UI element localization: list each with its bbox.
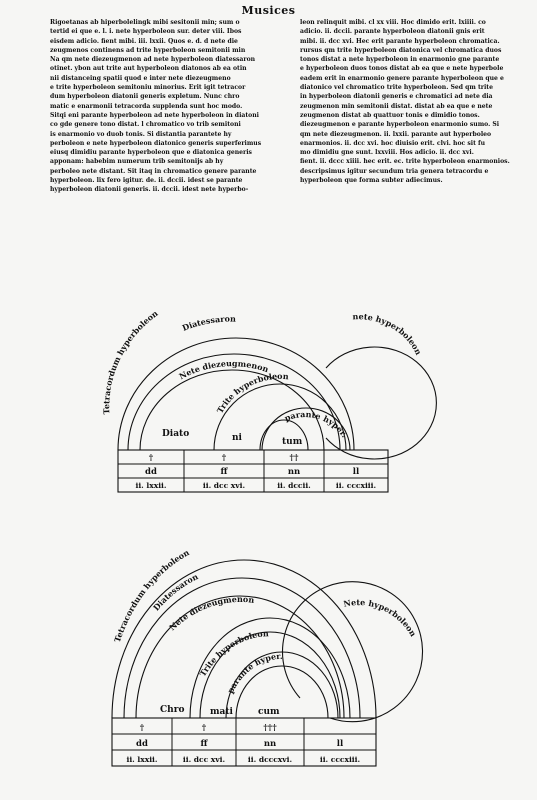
- table-cell: ii. lxxii.: [135, 481, 166, 490]
- text-column-left: Rigoetanas ab hiperbolelingk mibi sesito…: [50, 18, 268, 195]
- arc-parante: [261, 407, 351, 451]
- table-cell: ii. dccii.: [277, 481, 311, 490]
- table-frame: [111, 717, 377, 767]
- text-line: eadem erit in enarmonio genere parante h…: [300, 74, 504, 82]
- genus-label: mati: [210, 707, 234, 717]
- arc-nete-diezeugmenon: [135, 595, 345, 719]
- table-cell: †: [140, 723, 145, 733]
- table-frame: [117, 449, 389, 493]
- arc-parante: [225, 651, 339, 719]
- text-line: mo dimidiu gne sunt. lxxviii. Hos adicio…: [300, 149, 474, 157]
- text-line: qm nete diezeugmenon. ii. lxxii. parante…: [300, 130, 492, 138]
- table-cell: dd: [145, 467, 157, 477]
- arc-label: Tetracordum hyperboleon: [101, 308, 160, 415]
- text-line: descripsimus igitur secundum tria genera…: [300, 167, 489, 175]
- table-cell: ii. dcc xvi.: [203, 481, 245, 490]
- arc-label: Diatessaron: [181, 314, 236, 333]
- arc-nete-diezeugmenon: [139, 369, 325, 451]
- genus-label: Chro: [160, 705, 184, 715]
- table-cell: ii. lxxii.: [126, 755, 157, 764]
- genus-label: tum: [282, 437, 303, 447]
- text-line: Na qm nete diezeugmenon ad nete hyperbol…: [50, 56, 256, 64]
- arc-diatessaron: [123, 577, 361, 719]
- text-line: tonos distat a nete hyperboleon in enarm…: [300, 56, 500, 64]
- text-line: co gde genere tono distat. l chromatico …: [50, 121, 241, 129]
- text-line: apponam: habebim numerum trib semitonijs…: [50, 158, 224, 166]
- table-cell: ii. dcccxvi.: [248, 755, 292, 764]
- diagram-diatonic: Tetracordum hyperboleon Diatessaron Nete…: [101, 308, 437, 493]
- text-line: dum hyperboleon diatonii generis expletu…: [50, 93, 240, 101]
- text-line: diezeugmenon e parante hyperboleon enarm…: [300, 121, 500, 129]
- text-line: in hyperboleon diatonii generis e chroma…: [300, 93, 493, 101]
- text-line: zeugmenon min semitonii distat. distat a…: [300, 102, 493, 110]
- genus-label: Diato: [162, 429, 189, 439]
- table-cell: ††: [290, 453, 299, 463]
- arc-trite-hyperboleon: [213, 383, 347, 451]
- text-line: e trite hyperboleon semitoniu minorius. …: [50, 84, 246, 92]
- text-line: mibi. ii. dcc xvi. Hec erit parante hype…: [300, 37, 500, 45]
- text-line: diatonico vel chromatico trite hyperbole…: [300, 84, 493, 92]
- table-cell: ff: [201, 739, 209, 749]
- text-line: Sitqi eni parante hyperboleon ad nete hy…: [50, 111, 259, 119]
- arc-label: Trite hyperboleon: [215, 371, 290, 415]
- table-cell: nn: [264, 739, 276, 749]
- text-line: perboleon e nete hyperboleon diatonico g…: [50, 139, 262, 147]
- table-cell: †: [202, 723, 207, 733]
- text-line: zeugmenos continens ad trite hyperboleon…: [50, 46, 246, 54]
- table-cell: ff: [221, 467, 229, 477]
- text-line: hyperboleon que forma subter adiecimus.: [300, 177, 443, 185]
- arc-label: parante hyper.: [283, 409, 350, 439]
- table-cell: ll: [337, 739, 344, 749]
- text-line: hyperboleon. lix fero igitur. de. ii. dc…: [50, 177, 243, 185]
- text-line: adicio. ii. dccii. parante hyperboleon d…: [300, 28, 485, 36]
- genus-label: ni: [232, 433, 243, 443]
- table-cell: ii. dcc xvi.: [183, 755, 225, 764]
- arc-nete-hyperboleon: [281, 581, 424, 723]
- text-line: e hyperboleon duos tonos distat ab ea qu…: [300, 65, 504, 73]
- arc-tetracordum: [117, 337, 355, 451]
- table-cell: dd: [136, 739, 148, 749]
- text-line: leon relinquit mibi. cl xx viii. Hoc dim…: [300, 19, 486, 26]
- diagram-chromatic: Tetracordum hyperboleon Diatessaron Nete…: [111, 547, 424, 767]
- table-cell: ll: [353, 467, 360, 477]
- genus-label: cum: [258, 707, 280, 717]
- arc-label: Nete hyperboleon: [343, 597, 419, 638]
- running-title: Musices: [241, 4, 296, 17]
- table-cell: nn: [288, 467, 300, 477]
- arc-tetracordum: [111, 559, 377, 719]
- arc-nete-hyperboleon: [325, 346, 437, 460]
- arc-label: parante hyper.: [225, 651, 283, 695]
- value-table: † dd ii. lxxii. † ff ii. dcc xvi. †† nn ii. dcci…: [117, 449, 389, 493]
- arc-label: Trite hyperboleon: [197, 628, 269, 678]
- text-line: tertid ei que e. l. i. nete hyperboleon …: [50, 28, 242, 36]
- text-line: Rigoetanas ab hiperbolelingk mibi sesito…: [50, 19, 240, 26]
- text-line: otinet. ybon aut trite aut hyperboleon d…: [50, 65, 247, 73]
- text-column-right: leon relinquit mibi. cl xx viii. Hoc dim…: [300, 18, 518, 185]
- text-line: is enarmonio vo duob tonis. Si distantia…: [50, 130, 232, 138]
- text-line: nii distanceing spatii quod e inter nete…: [50, 74, 231, 82]
- table-cell: †††: [263, 723, 277, 733]
- text-line: perboleo nete distant. Sit itaq in chrom…: [50, 167, 257, 175]
- value-table: † dd ii. lxxii. † ff ii. dcc xvi. ††† nn ii. dcc…: [111, 717, 377, 767]
- text-line: enarmonios. ii. dcc xvi. hoc diuisio eri…: [300, 139, 486, 147]
- arc-label: Nete diezeugmenon: [167, 594, 255, 632]
- text-line: eisdem adicio. fient mibi. iii. lxxii. Q…: [50, 37, 238, 45]
- arc-diatessaron: [127, 353, 341, 451]
- text-line: rursus qm trite hyperboleon diatonica ve…: [300, 46, 502, 54]
- arc-trite-hyperboleon: [189, 617, 351, 719]
- text-line: eiusq dimidiu parante hyperboleon que e …: [50, 149, 252, 157]
- table-cell: †: [149, 453, 154, 463]
- table-cell: †: [222, 453, 227, 463]
- table-cell: ii. cccxiii.: [336, 481, 376, 490]
- text-line: hyperboleon diatonii generis. ii. dccii.…: [50, 186, 249, 194]
- text-line: zeugmenon distat ab quattuor tonis e dim…: [300, 111, 480, 119]
- text-line: fient. ii. dccc xiiii. hec erit. ec. tri…: [300, 158, 510, 166]
- text-line: matic e enarmonii tetracorda supplenda s…: [50, 102, 243, 110]
- arc-label: nete hyperboleon: [352, 311, 424, 356]
- table-cell: ii. cccxiii.: [320, 755, 360, 764]
